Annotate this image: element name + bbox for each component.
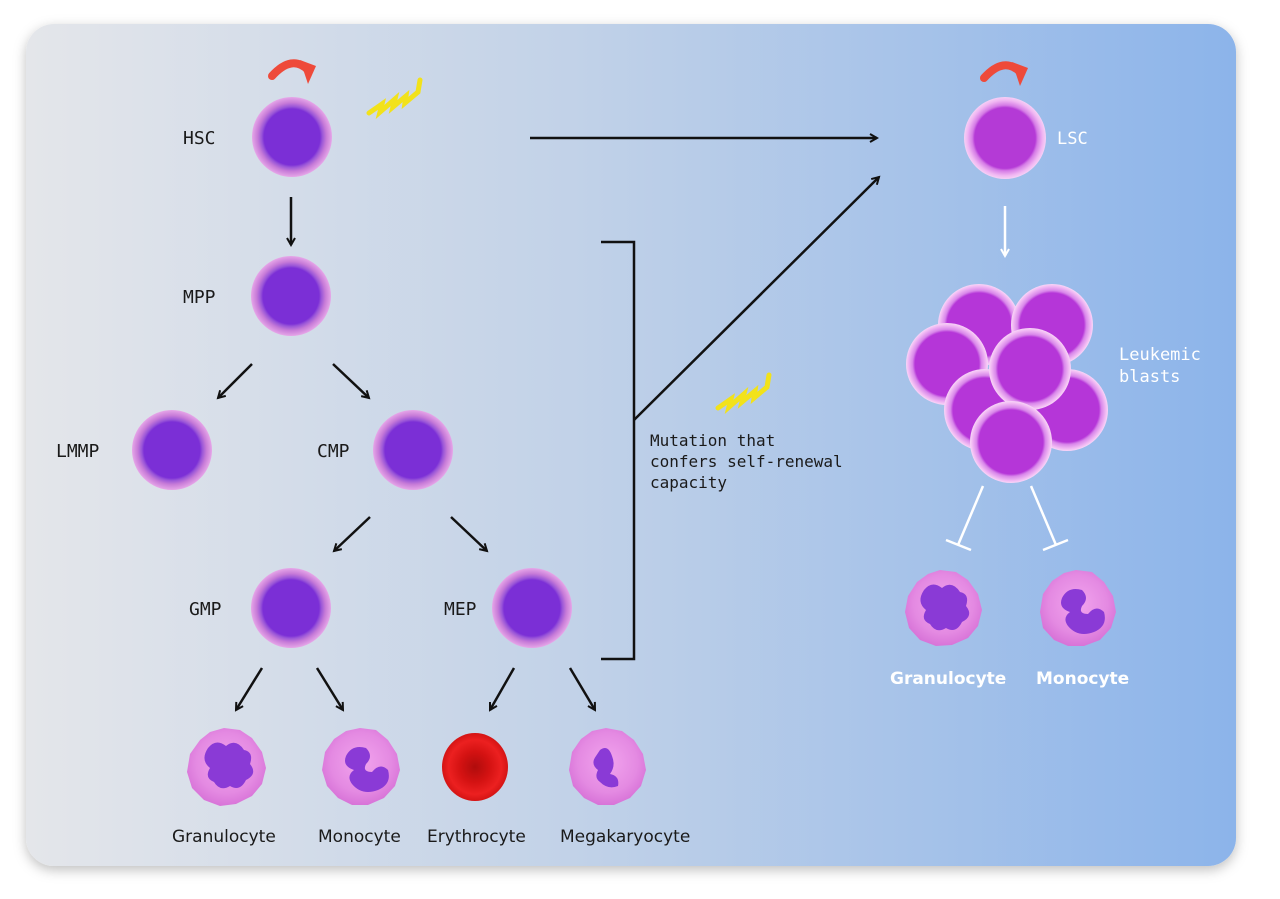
leukemic-monocyte-cell: [1040, 570, 1116, 646]
arrow-mep-erythrocyte: [488, 667, 516, 710]
mutation-bolt-icon: [715, 372, 772, 415]
granulocyte-cell: [187, 728, 266, 806]
monocyte-label: Monocyte: [318, 827, 401, 847]
leukemic-blasts-label: Leukemic blasts: [1119, 345, 1211, 387]
megakaryocyte-cell: [569, 728, 646, 805]
lmmp-cell: [132, 410, 212, 490]
arrow-cmp-mep: [450, 516, 487, 551]
arrow-gmp-granulocyte: [234, 667, 264, 710]
mpp-cell: [251, 256, 331, 336]
leukemic-granulocyte-label: Granulocyte: [890, 669, 1006, 689]
granulocyte-label: Granulocyte: [172, 827, 276, 847]
mutation-bolt-icon: [366, 77, 423, 120]
monocyte-cell: [322, 728, 400, 805]
lsc-label: LSC: [1057, 129, 1088, 149]
erythrocyte-label: Erythrocyte: [427, 827, 526, 847]
arrow-cmp-gmp: [334, 516, 371, 551]
cmp-cell: [373, 410, 453, 490]
arrow-gmp-monocyte: [315, 667, 345, 710]
leukemic-monocyte-label: Monocyte: [1036, 669, 1129, 689]
lsc-cell: [964, 97, 1046, 179]
mpp-label: MPP: [183, 287, 216, 308]
lmmp-label: LMMP: [56, 441, 100, 462]
blocked-arrow-monocyte: [1029, 485, 1069, 552]
cmp-label: CMP: [317, 441, 350, 462]
megakaryocyte-label: Megakaryocyte: [560, 827, 690, 847]
mep-label: MEP: [444, 599, 477, 620]
leukemic-granulocyte-cell: [905, 570, 982, 646]
blocked-arrow-granulocyte: [945, 485, 985, 552]
hsc-label: HSC: [183, 128, 216, 149]
mep-cell: [492, 568, 572, 648]
hsc-cell: [252, 97, 332, 177]
arrow-progenitor-lsc: [633, 177, 879, 421]
arrow-mpp-cmp: [332, 363, 369, 398]
gmp-label: GMP: [189, 599, 222, 620]
leukemic-blasts-cluster: [906, 284, 1108, 483]
progenitor-bracket: [601, 240, 636, 661]
background-panel: [26, 24, 1236, 866]
mutation-note: Mutation that confers self-renewal capac…: [650, 431, 852, 492]
arrow-mep-megakaryocyte: [568, 667, 597, 710]
arrow-mpp-lmmp: [218, 363, 253, 398]
self-renewal-arrow-icon: [980, 61, 1028, 86]
erythrocyte-cell: [442, 733, 508, 801]
gmp-cell: [251, 568, 331, 648]
self-renewal-arrow-icon: [268, 59, 316, 84]
